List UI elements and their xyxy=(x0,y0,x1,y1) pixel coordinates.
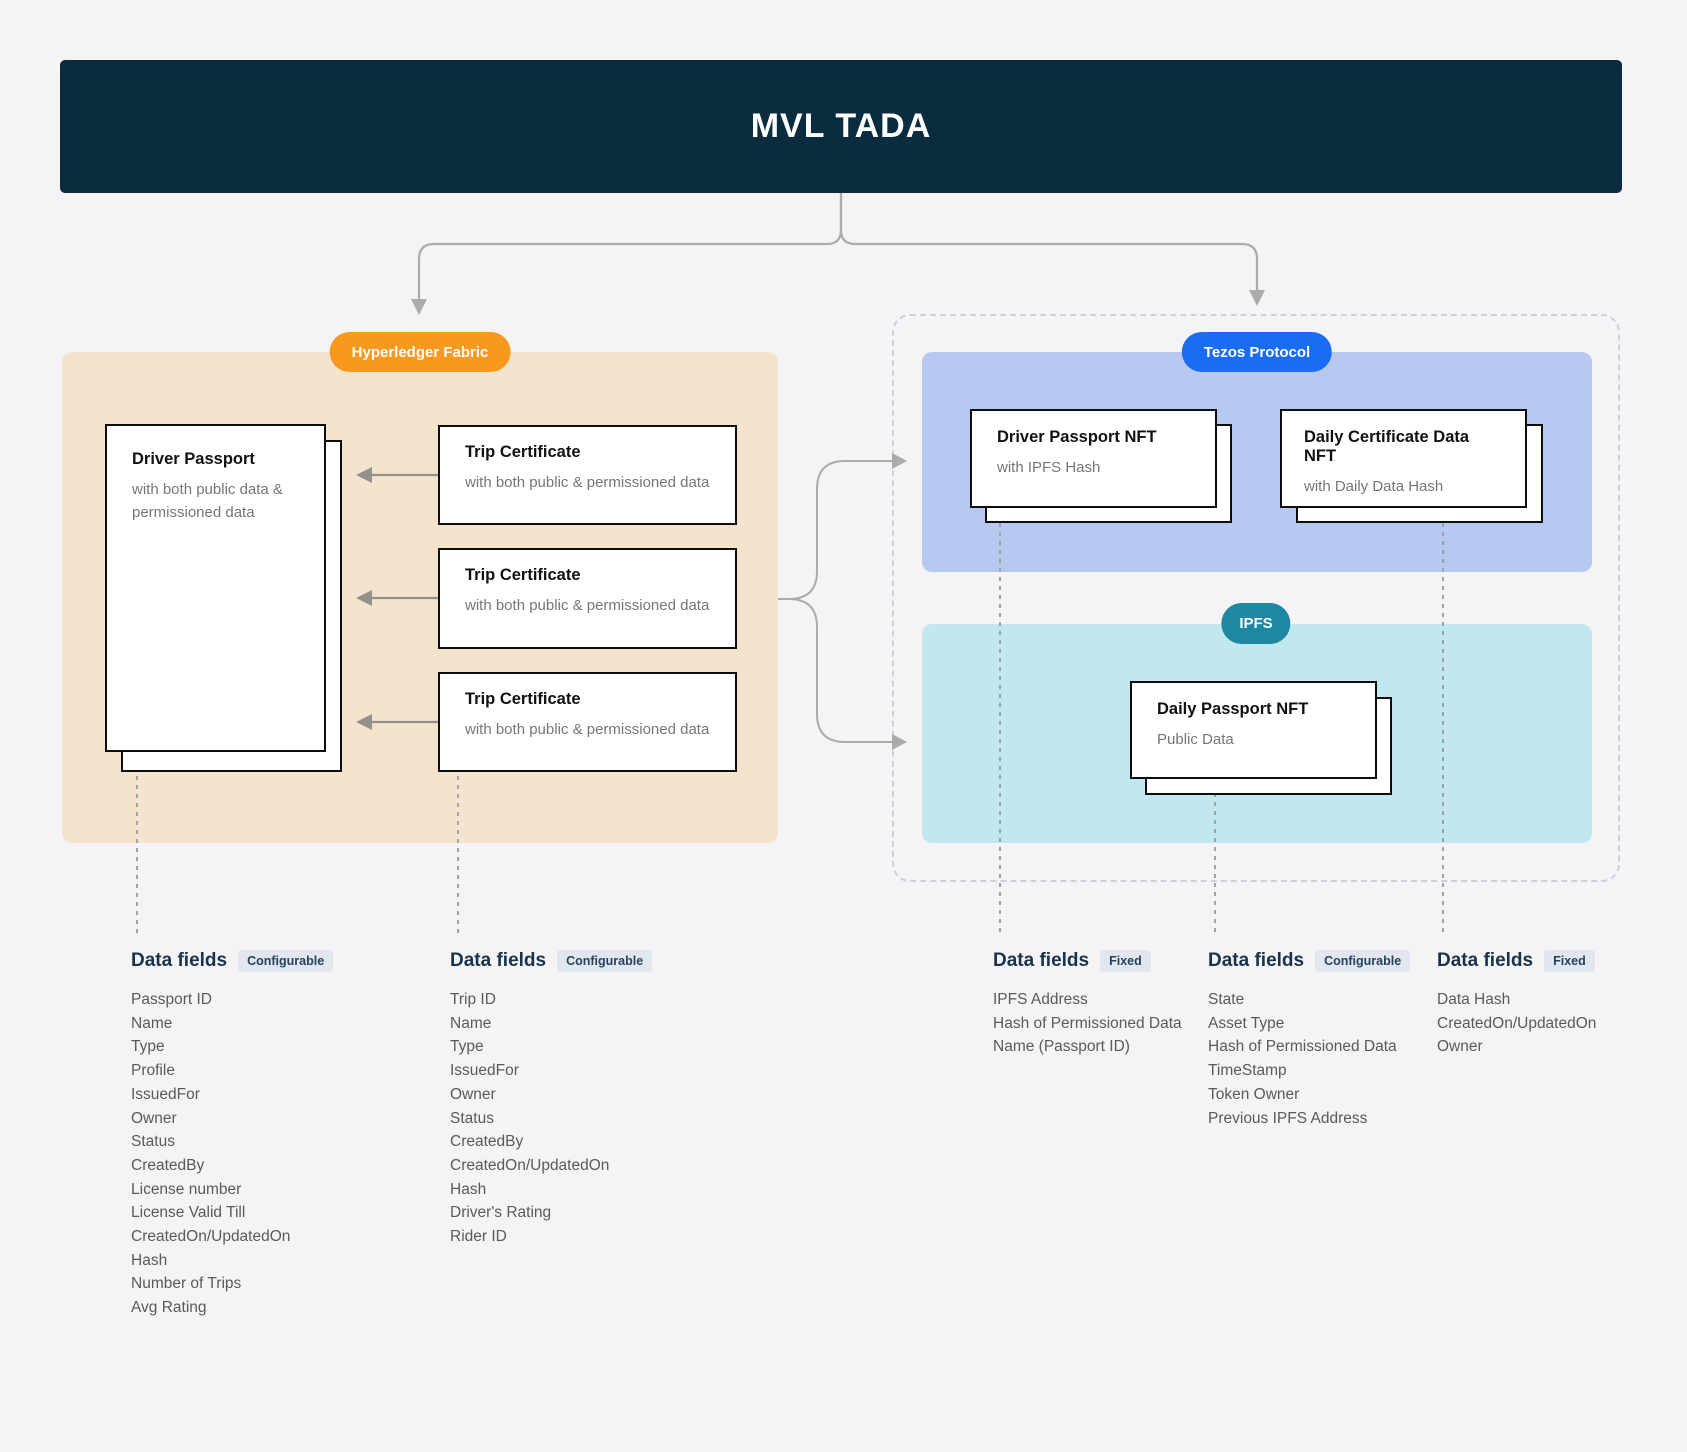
trip-certificate-card-1: Trip Certificate with both public & perm… xyxy=(438,425,737,525)
tezos-protocol-badge: Tezos Protocol xyxy=(1181,332,1333,372)
trip-certificate-card-2: Trip Certificate with both public & perm… xyxy=(438,548,737,649)
fixed-badge: Fixed xyxy=(1100,950,1151,972)
card-title: Driver Passport xyxy=(132,450,255,468)
field-item: Avg Rating xyxy=(131,1299,207,1317)
field-item: Hash xyxy=(450,1180,487,1198)
field-item: License Valid Till xyxy=(131,1204,246,1222)
fixed-badge: Fixed xyxy=(1544,950,1595,972)
field-item: TimeStamp xyxy=(1208,1062,1287,1080)
field-item: License number xyxy=(131,1180,242,1198)
field-item: Hash of Permissioned Data xyxy=(993,1014,1182,1032)
card-subtitle: with Daily Data Hash xyxy=(1304,478,1444,495)
configurable-badge: Configurable xyxy=(557,950,653,972)
field-item: Token Owner xyxy=(1208,1085,1300,1103)
card-subtitle: Public Data xyxy=(1157,731,1234,748)
card-subtitle: with both public & permissioned data xyxy=(465,474,710,491)
field-item: Driver's Rating xyxy=(450,1204,552,1222)
card-subtitle: with both public data & permissioned dat… xyxy=(132,481,283,522)
field-item: IssuedFor xyxy=(450,1062,519,1080)
card-subtitle: with both public & permissioned data xyxy=(465,597,710,614)
column-title: Data fields xyxy=(1437,950,1534,971)
card-subtitle: with both public & permissioned data xyxy=(465,721,710,738)
card-title: Trip Certificate xyxy=(465,443,581,461)
field-item: IPFS Address xyxy=(993,991,1088,1008)
card-subtitle: with IPFS Hash xyxy=(997,459,1101,476)
field-item: CreatedOn/UpdatedOn xyxy=(450,1156,610,1174)
arrow-down-right-icon xyxy=(1249,290,1265,306)
card-title: Driver Passport NFT xyxy=(997,428,1157,446)
field-item: IssuedFor xyxy=(131,1085,200,1103)
field-item: CreatedBy xyxy=(450,1133,524,1151)
field-item: Previous IPFS Address xyxy=(1208,1109,1368,1127)
card-title: Daily Passport NFT xyxy=(1157,700,1309,718)
field-item: Owner xyxy=(1437,1038,1483,1056)
field-item: Type xyxy=(450,1038,484,1056)
column-title: Data fields xyxy=(993,950,1090,971)
title-banner: MVL TADA xyxy=(60,60,1622,193)
field-item: Status xyxy=(450,1109,494,1127)
page-title: MVL TADA xyxy=(750,107,932,145)
field-item: Owner xyxy=(450,1085,496,1103)
field-item: Trip ID xyxy=(450,991,496,1008)
ipfs-badge: IPFS xyxy=(1221,603,1291,644)
field-item: Name xyxy=(450,1014,492,1032)
field-item: Hash of Permissioned Data xyxy=(1208,1038,1397,1056)
data-fields-column-passport: Data fields Configurable Passport ID Name… xyxy=(131,950,361,1320)
daily-passport-nft-card: Daily Passport NFT Public Data xyxy=(1130,681,1377,779)
arrow-down-left-icon xyxy=(411,299,427,315)
column-title: Data fields xyxy=(450,950,547,971)
header-fork-connector xyxy=(417,193,1259,303)
trip-certificate-card-3: Trip Certificate with both public & perm… xyxy=(438,672,737,772)
field-item: Owner xyxy=(131,1109,177,1127)
field-item: Type xyxy=(131,1038,165,1056)
driver-passport-nft-card: Driver Passport NFT with IPFS Hash xyxy=(970,409,1217,508)
column-title: Data fields xyxy=(1208,950,1305,971)
card-title: Daily Certificate Data NFT xyxy=(1304,428,1470,465)
driver-passport-card: Driver Passport with both public data & … xyxy=(105,424,326,752)
field-item: Profile xyxy=(131,1062,175,1080)
column-title: Data fields xyxy=(131,950,228,971)
hyperledger-fabric-badge: Hyperledger Fabric xyxy=(329,332,511,372)
configurable-badge: Configurable xyxy=(1315,950,1411,972)
field-item: State xyxy=(1208,991,1245,1008)
field-item: Name xyxy=(131,1014,173,1032)
field-item: Asset Type xyxy=(1208,1014,1285,1032)
configurable-badge: Configurable xyxy=(238,950,334,972)
card-title: Trip Certificate xyxy=(465,566,581,584)
field-item: Number of Trips xyxy=(131,1275,242,1293)
field-item: Hash xyxy=(131,1251,168,1269)
field-item: CreatedOn/UpdatedOn xyxy=(1437,1014,1597,1032)
field-item: Rider ID xyxy=(450,1228,507,1246)
field-item: CreatedOn/UpdatedOn xyxy=(131,1228,291,1246)
field-item: Name (Passport ID) xyxy=(993,1038,1130,1056)
field-item: Status xyxy=(131,1133,175,1151)
field-item: CreatedBy xyxy=(131,1156,205,1174)
fabric-to-right-brace xyxy=(778,460,894,743)
daily-certificate-nft-card: Daily Certificate Data NFT with Daily Da… xyxy=(1280,409,1527,508)
card-title: Trip Certificate xyxy=(465,690,581,708)
field-item: Passport ID xyxy=(131,991,212,1008)
field-item: Data Hash xyxy=(1437,991,1511,1008)
